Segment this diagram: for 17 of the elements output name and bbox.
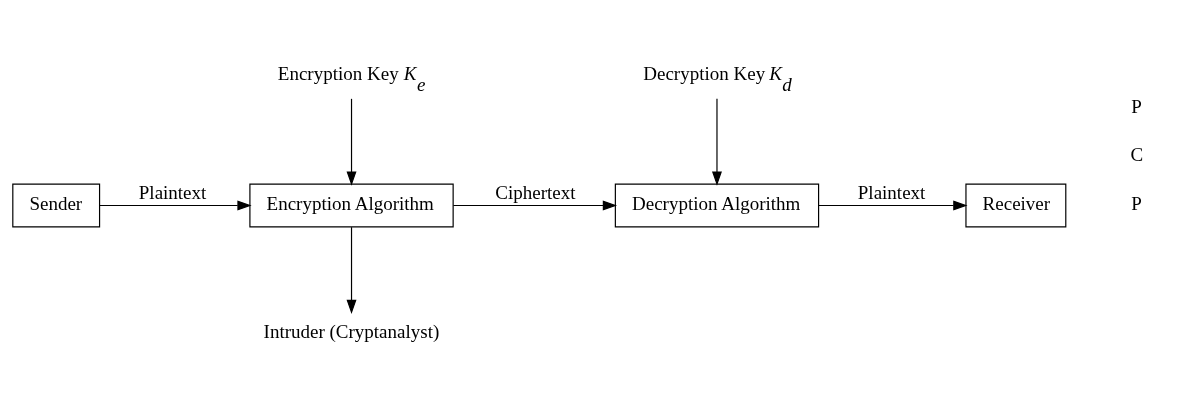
node-box: Receiver (965, 183, 1067, 228)
edge-label: Plaintext (138, 182, 207, 204)
arrow (346, 98, 357, 186)
edge-label: Ciphertext (495, 182, 576, 204)
arrow (818, 200, 968, 211)
arrow (712, 98, 722, 186)
arrow (346, 226, 357, 315)
arrow (99, 200, 252, 211)
node-text: Intruder (Cryptanalyst) (263, 321, 440, 343)
node-box: Decryption Algorithm (614, 183, 820, 228)
edge-label: Plaintext (857, 182, 926, 204)
arrow (452, 200, 618, 211)
label: C (1130, 144, 1144, 166)
node-box: Encryption Algorithm (249, 183, 454, 228)
node-box: Sender (12, 183, 101, 228)
label: P (1131, 95, 1142, 117)
label: P (1131, 193, 1142, 215)
